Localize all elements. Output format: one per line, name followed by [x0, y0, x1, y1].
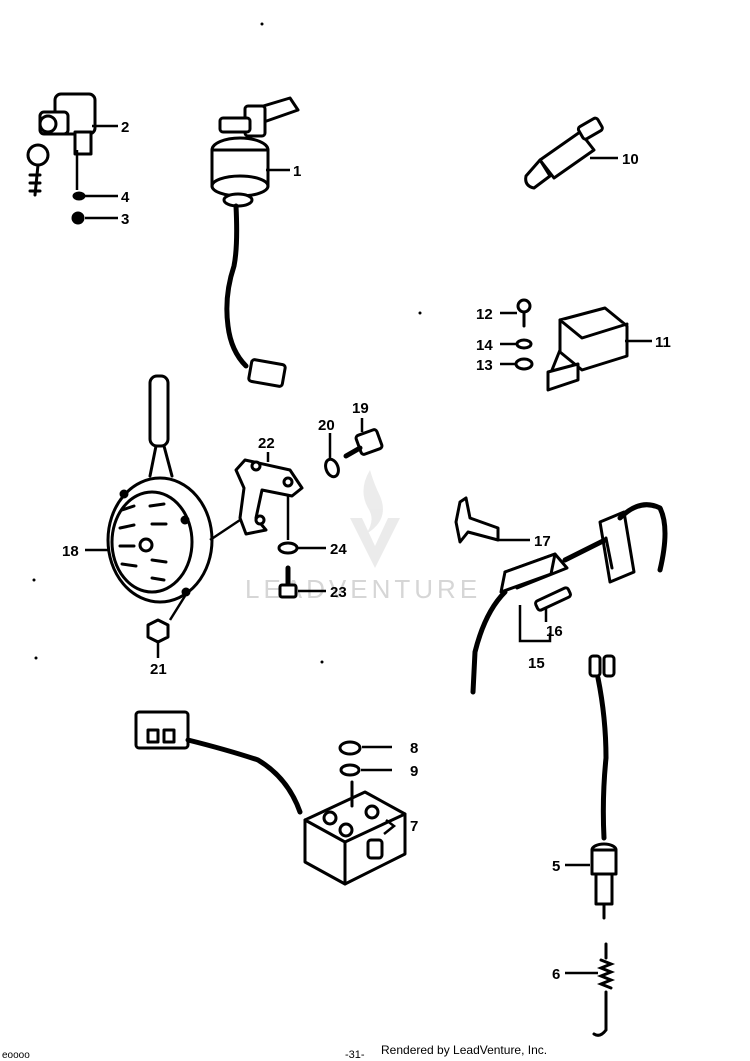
part-6-spring [592, 942, 616, 1037]
callout-8: 8 [410, 740, 418, 757]
part-7-rectifier [134, 710, 407, 886]
part-22-bracket [234, 458, 304, 536]
callout-24: 24 [330, 541, 347, 558]
part-12-screw [516, 298, 532, 328]
part-24-washer [277, 541, 299, 555]
watermark-logo [350, 470, 400, 568]
part-2-key-lock [26, 92, 97, 197]
callout-5: 5 [552, 858, 560, 875]
callout-10: 10 [622, 151, 639, 168]
part-15-fuse-holder [470, 502, 668, 695]
callout-11: 11 [655, 334, 671, 351]
callout-14: 14 [476, 337, 493, 354]
part-18-horn [106, 374, 214, 604]
callout-9: 9 [410, 763, 418, 780]
part-8-nut [338, 740, 362, 756]
callout-7: 7 [410, 818, 418, 835]
callout-4: 4 [121, 189, 130, 206]
callout-18: 18 [62, 543, 79, 560]
callout-17: 17 [534, 533, 551, 550]
callout-22: 22 [258, 435, 275, 452]
callout-13: 13 [476, 357, 493, 374]
part-3-screw [71, 211, 85, 225]
callout-2: 2 [121, 119, 129, 136]
callout-12: 12 [476, 306, 493, 323]
callout-16: 16 [546, 623, 563, 640]
part-20-washer [324, 457, 340, 479]
footer-credit: Rendered by LeadVenture, Inc. [381, 1043, 548, 1057]
callout-15: 15 [528, 655, 545, 672]
part-10-switch [524, 116, 604, 190]
part-17-bracket [454, 496, 500, 544]
callout-19: 19 [352, 400, 369, 417]
callout-20: 20 [318, 417, 335, 434]
part-23-bolt [278, 565, 298, 599]
callout-23: 23 [330, 584, 347, 601]
part-4-washer [72, 191, 86, 201]
part-1-ignition-switch [210, 96, 300, 388]
callout-3: 3 [121, 211, 129, 228]
part-16-fuse [534, 586, 572, 612]
part-11-relay [546, 306, 629, 392]
part-21-nut [146, 618, 170, 644]
part-5-stop-switch [588, 654, 618, 920]
callout-21: 21 [150, 661, 167, 678]
part-19-bolt [343, 428, 384, 459]
page-number: -31- [345, 1049, 365, 1061]
callout-1: 1 [293, 163, 301, 180]
part-13-washer [514, 357, 534, 371]
part-14-washer [515, 338, 533, 350]
part-9-washer [339, 763, 361, 777]
corner-mark: eoooo [2, 1050, 30, 1061]
callout-6: 6 [552, 966, 560, 983]
